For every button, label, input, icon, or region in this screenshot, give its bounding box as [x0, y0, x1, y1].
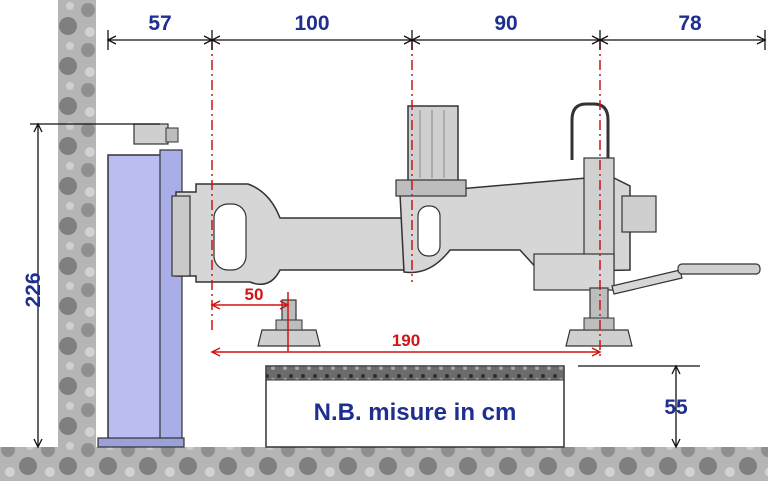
dim-label-78: 78 — [678, 12, 702, 35]
head-unit — [583, 157, 615, 269]
column-motor — [133, 123, 169, 145]
head-handle-loop — [570, 102, 610, 160]
control-lever-grip — [677, 263, 761, 275]
dim-label-90: 90 — [494, 12, 517, 35]
dim-label-57: 57 — [148, 12, 171, 35]
arm-second-segment — [399, 175, 631, 274]
wall — [58, 0, 96, 447]
control-lever — [611, 269, 683, 295]
arm-first-slot — [213, 203, 247, 271]
dim-label-226: 226 — [22, 272, 45, 307]
arm-hinge-plate — [171, 195, 191, 277]
dim-label-55: 55 — [664, 396, 688, 419]
arm-first-segment — [175, 183, 409, 285]
column-base — [97, 437, 185, 448]
top-dimension-line — [106, 30, 767, 50]
column — [107, 154, 165, 440]
head-lower — [533, 253, 615, 291]
arm-second-slot — [417, 205, 441, 257]
middle-motor — [407, 105, 459, 183]
small-reach-dimension-line — [210, 300, 290, 310]
main-tool-head — [565, 329, 633, 347]
stone-slab — [265, 365, 565, 381]
units-note: N.B. misure in cm — [314, 399, 517, 426]
column-motor-cap — [165, 127, 179, 143]
small-tool-head — [257, 329, 321, 347]
floor — [0, 447, 768, 481]
arm-reach-dimension-line — [210, 347, 602, 357]
dim-label-100: 100 — [294, 12, 329, 35]
arm-side-box — [621, 195, 657, 233]
main-spindle — [589, 287, 609, 321]
dim-label-50: 50 — [245, 285, 264, 304]
height-dimension-line — [30, 122, 160, 449]
table-height-dimension-line — [578, 364, 700, 449]
middle-motor-base — [395, 179, 467, 197]
dim-label-190: 190 — [392, 331, 420, 350]
